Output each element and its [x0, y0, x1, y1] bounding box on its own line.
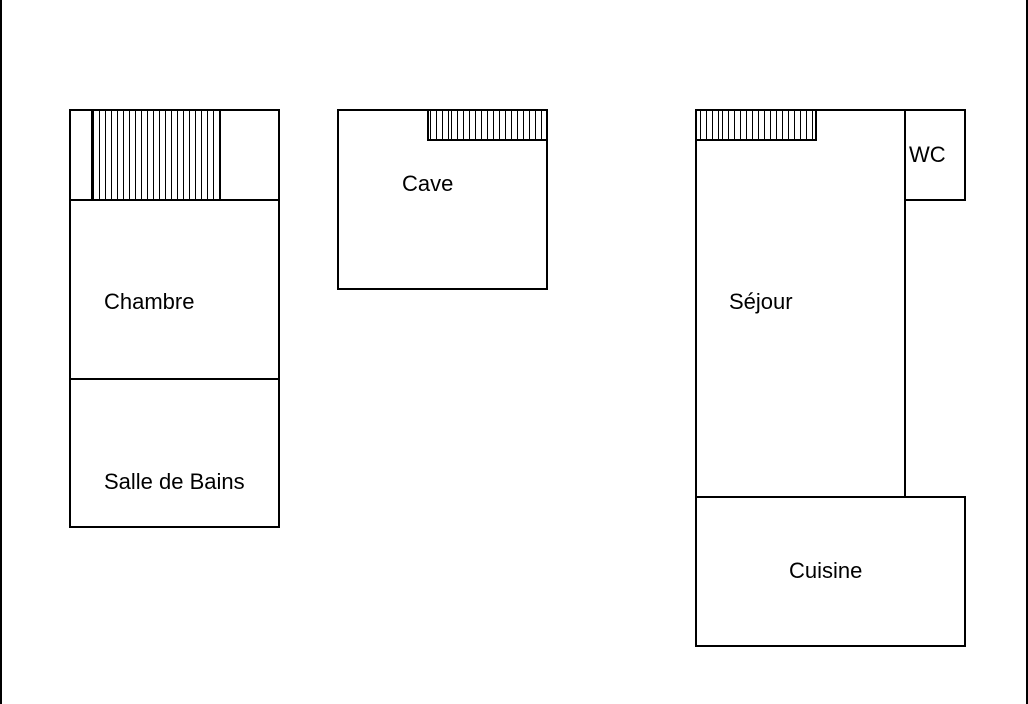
- label-cave: Cave: [402, 171, 454, 196]
- room-salle-de-bains: [69, 378, 280, 528]
- label-salle-de-bains: Salle de Bains: [104, 469, 245, 494]
- room-chambre: [69, 199, 280, 380]
- label-sejour: Séjour: [729, 289, 793, 314]
- room-sejour: [695, 109, 906, 498]
- staircase-left: [91, 109, 221, 201]
- label-wc: WC: [909, 142, 946, 167]
- label-cuisine: Cuisine: [789, 558, 863, 583]
- room-cuisine: [695, 496, 966, 647]
- room-wc: [904, 109, 966, 201]
- staircase-sejour: [695, 109, 817, 141]
- staircase-cave: [427, 109, 548, 141]
- label-chambre: Chambre: [104, 289, 195, 314]
